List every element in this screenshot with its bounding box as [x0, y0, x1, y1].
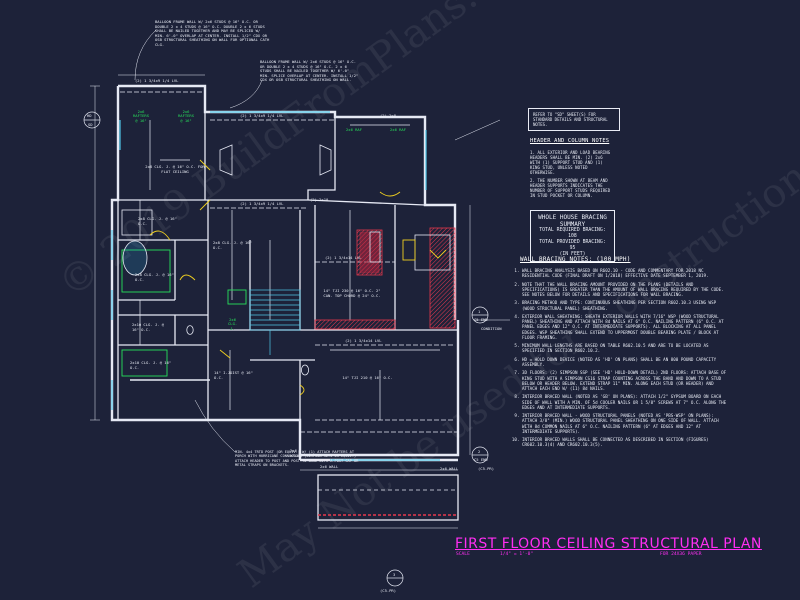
beam-stair-label: (2) 1 3/4x9 1/4 LVL	[240, 201, 284, 206]
wall-note: MINIMUM WALL LENGTHS ARE BASED ON TABLE …	[522, 343, 727, 353]
green-label-4: 2x6 RAF	[390, 127, 407, 132]
stairs	[249, 289, 301, 355]
windows	[111, 111, 440, 461]
wall-label-3: 2x6 WALL	[290, 448, 300, 458]
scale-label: SCALE	[456, 552, 470, 557]
interior-walls	[117, 112, 458, 420]
wall-note: BRACING METHOD AND TYPE: CONTINUOUS SHEA…	[522, 300, 727, 310]
fireplace	[219, 144, 332, 176]
joist-label-2: 2x8 CLG. J. @ 16" O.C.	[138, 216, 177, 226]
green-label-3: 2x6 RAF	[346, 127, 363, 132]
joist-arrows	[139, 120, 440, 420]
wall-notes-heading: WALL BRACING NOTES: (100 MPH)	[520, 256, 631, 263]
tag-left-ref: SD	[88, 122, 93, 127]
wall-note: NOTE THAT THE WALL BRACING AMOUNT PROVID…	[522, 282, 727, 298]
joist-label-1: 2x8 CLG. J. @ 16" O.C. FOR FLAT CEILING	[145, 164, 205, 174]
bracing-required: TOTAL REQUIRED BRACING: 108	[539, 228, 606, 239]
tag-2-ref: C5 END	[474, 457, 488, 462]
dbl-header-1: (2) 2x10	[310, 197, 329, 202]
wall-note: INTERIOR BRACED WALL - WOOD STRUCTURAL P…	[522, 413, 727, 434]
bracing-summary-heading: WHOLE HOUSE BRACING SUMMARY	[538, 214, 607, 228]
balloon-note-2: BALLOON FRAME WALL W/ 2x6 STUDS @ 16" O.…	[260, 59, 359, 83]
bracing-provided: TOTAL PROVIDED BRACING: 95	[539, 240, 606, 251]
joist-label-9: 14" TJI 230 @ 16" O.C. 2" CAN. TOP CHORD…	[323, 288, 381, 298]
wall-label-1: 2x6 WALL	[320, 464, 339, 469]
header-note-2: 2. THE NUMBER SHOWN AT BEAM AND HEADER S…	[530, 178, 613, 198]
green-label-2: 2x6 RAFTERS @ 16"	[178, 109, 195, 123]
drawing-title: FIRST FLOOR CEILING STRUCTURAL PLAN	[455, 536, 762, 552]
beam-top-label: (2) 1 3/4x9 1/4 LVL	[135, 78, 179, 83]
scale-format: FOR 24X36 PAPER	[660, 552, 702, 557]
beam-center-label: (2) 1 3/4x14 LVL	[325, 255, 362, 260]
balloon-note-1: BALLOON FRAME WALL W/ 2x6 STUDS @ 16" O.…	[155, 19, 270, 47]
tag-2-number: 2	[478, 449, 481, 454]
wall-note: INTERIOR BRACED WALL (NOTED AS 'GB' ON P…	[522, 394, 727, 410]
leaders	[134, 29, 501, 453]
porch	[317, 474, 459, 521]
joist-label-6: 2x10 CLG. J. @ 16" O.C.	[130, 360, 172, 370]
green-label-5: 2x6 CLG. J.	[228, 317, 238, 331]
tag-1-ref: C5 END	[474, 317, 488, 322]
wall-note: WALL BRACING ANALYSIS BASED ON R602.10 -…	[522, 268, 727, 278]
wall-note: INTERIOR BRACED WALLS SHALL BE CONNECTED…	[522, 437, 727, 447]
tag-left-number: HD	[87, 113, 92, 118]
bracing-summary-box: WHOLE HOUSE BRACING SUMMARY TOTAL REQUIR…	[530, 210, 615, 262]
scale-ratio: 1/4" = 1'-0"	[500, 552, 534, 557]
tag-3-ref: (C5-PR)	[380, 588, 397, 593]
green-label-1: 2x6 RAFTERS @ 16"	[133, 109, 150, 123]
wall-note: EXTERIOR WALL SHEATHING: SHEATH EXTERIOR…	[522, 314, 727, 340]
tag-3-number: 3	[393, 572, 396, 577]
bath-fixtures	[121, 209, 451, 376]
door-swings	[149, 159, 447, 396]
beam-lines	[120, 91, 458, 433]
section-tag-circles	[83, 111, 489, 587]
header-note-1: 1. ALL EXTERIOR AND LOAD BEARING HEADERS…	[530, 150, 613, 175]
beam-kitchen-label: (2) 1 3/4x14 LVL	[345, 338, 382, 343]
joist-label-4: 2x8 CLG. J. @ 16" O.C.	[135, 272, 174, 282]
joist-label-3: 2x8 CLG. J. @ 16" O.C.	[213, 240, 252, 250]
dbl-header-2: (2) 2x8	[380, 113, 397, 118]
header-notes-heading: HEADER AND COLUMN NOTES	[530, 138, 610, 144]
beam-mid-label: (2) 1 3/4x9 1/4 LVL	[240, 113, 284, 118]
bracing-unit: (IN FEET)	[559, 252, 586, 257]
joist-label-5: 2x10 CLG. J. @ 16" O.C.	[132, 322, 165, 332]
dimension-lines	[90, 74, 510, 529]
wall-note: 3D FLOORS: (2) SIMPSON SSP (SEE 'HD' HOL…	[522, 370, 727, 391]
tag-1-number: 1	[478, 309, 481, 314]
wall-label-2: 2x6 WALL	[440, 466, 459, 471]
refer-note-box: REFER TO "SD" SHEET(S) FOR STANDARD DETA…	[528, 108, 620, 131]
tag-2-sheet: (C5-PR)	[478, 466, 495, 471]
wall-notes-list: WALL BRACING ANALYSIS BASED ON R602.10 -…	[512, 268, 727, 451]
wall-note: HD = HOLD DOWN DEVICE (NOTED AS 'HD' ON …	[522, 357, 727, 367]
red-hatch-zones	[314, 227, 456, 330]
joist-label-7: 14" I-JOIST @ 16" O.C.	[214, 370, 253, 380]
tag-1-sheet: CONDITION	[481, 326, 502, 331]
post-note: MIN. 4x4 TRTD POST (OR EQUIV.) W/ (1) AT…	[235, 450, 359, 468]
joist-label-8: 14" TJI 210 @ 16" O.C.	[342, 375, 393, 380]
